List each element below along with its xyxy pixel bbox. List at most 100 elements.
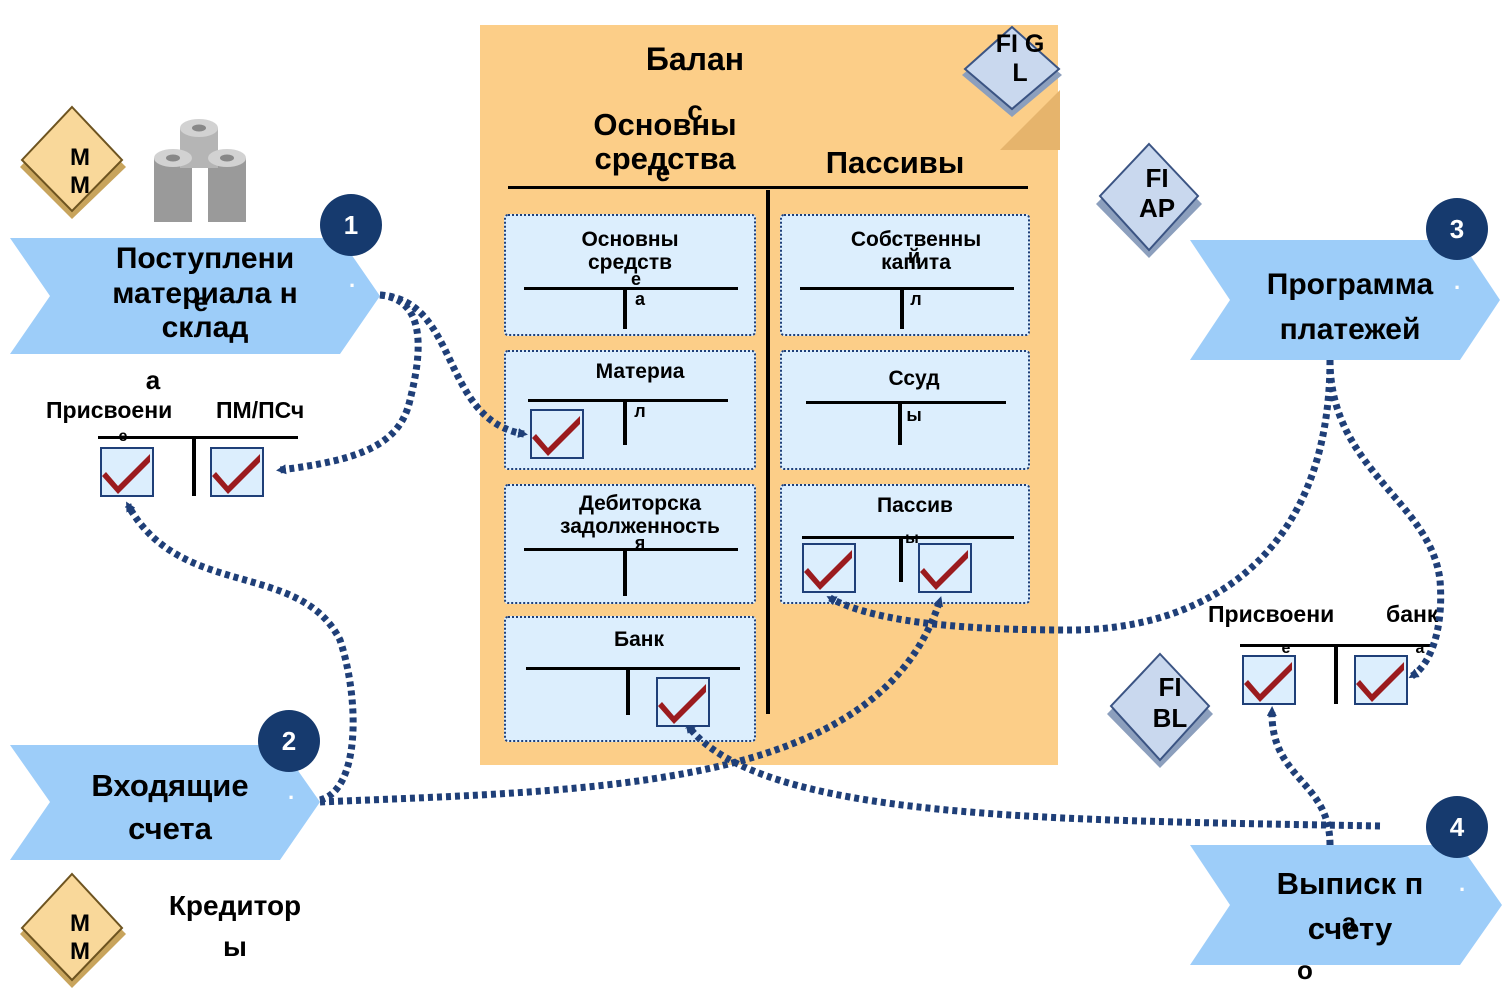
t-account-line xyxy=(524,287,738,290)
mm-module-icon xyxy=(20,872,126,988)
account-receivables xyxy=(504,484,756,604)
t-account-stem xyxy=(899,538,903,582)
balance-title: Балан xyxy=(645,41,745,77)
grir-assign-label: Присвоени xyxy=(46,397,173,423)
assets-header-overflow: е xyxy=(655,157,671,187)
t-account-line xyxy=(806,401,1006,404)
account-fixed-assets xyxy=(504,214,756,336)
step-3-label: Программа платежей xyxy=(1266,268,1434,346)
mm-top-label: М М xyxy=(70,144,90,199)
arrow-payment-to-liabilities xyxy=(826,359,1334,634)
vendors-label: Кредитор ы xyxy=(168,890,302,962)
account-liabilities-label: Пассив xyxy=(877,494,953,517)
step-2-badge: 2 xyxy=(258,710,320,772)
mm-bottom-label: М М xyxy=(70,910,90,965)
step-2-arrow xyxy=(10,745,320,860)
account-loans-overflow: ы xyxy=(906,405,922,425)
step-1-overflow: е xyxy=(193,287,209,317)
fi-bl-label: FI BL xyxy=(1152,672,1188,734)
fi-bl-module-icon xyxy=(1107,652,1213,768)
account-bank-label: Банк xyxy=(614,628,664,651)
step-4-label: Выписк п счету xyxy=(1276,866,1424,946)
account-equity xyxy=(780,214,1030,336)
step-1-overflow-2: а xyxy=(145,365,161,395)
step-4-badge: 4 xyxy=(1426,796,1488,858)
balance-title-overflow: с xyxy=(687,95,703,126)
bank-account-overflow: а xyxy=(1415,640,1425,657)
checkmark-icon xyxy=(210,447,264,497)
account-bank xyxy=(504,616,756,742)
warehouse-rolls-icon xyxy=(154,119,246,222)
account-equity-overflow-2: л xyxy=(910,289,922,309)
bank-t-stem xyxy=(1334,646,1338,704)
account-receivables-overflow: я xyxy=(634,533,646,553)
fi-gl-label: FI G L xyxy=(995,30,1045,87)
liabilities-column-header: Пассивы xyxy=(825,145,965,180)
grir-account-label: ПМ/ПСч xyxy=(216,397,305,423)
assets-column-header: Основны средства xyxy=(593,107,737,177)
balance-center-line xyxy=(766,190,770,714)
account-materials-overflow: л xyxy=(634,401,646,421)
arrow-receipt-to-grir xyxy=(276,291,422,475)
step-1-label: Поступлени материала н склад xyxy=(112,242,298,344)
account-receivables-label: Дебиторска задолженность xyxy=(560,492,720,539)
page-curl-icon xyxy=(1000,90,1060,150)
step-4-arrow xyxy=(1190,845,1502,965)
checkmark-icon xyxy=(530,409,584,459)
account-fixed-assets-overflow-2: а xyxy=(634,289,645,309)
arrow-receipt-to-materials xyxy=(379,291,528,438)
bank-t-line xyxy=(1240,644,1436,647)
step-4-overflow: а xyxy=(1341,907,1357,937)
t-account-stem xyxy=(626,669,630,715)
bank-assign-overflow: е xyxy=(1281,640,1291,657)
checkmark-icon xyxy=(1354,655,1408,705)
checkmark-icon xyxy=(656,677,710,727)
t-account-stem xyxy=(623,550,627,596)
t-account-stem xyxy=(900,289,904,329)
checkmark-icon xyxy=(802,543,856,593)
account-equity-overflow: й xyxy=(907,246,921,268)
bank-account-label: банк xyxy=(1386,601,1439,627)
t-account-stem xyxy=(898,403,902,445)
account-loans-label: Ссуд xyxy=(888,367,940,390)
arrow-invoice-to-liabilities xyxy=(319,596,944,806)
arrow-statement-to-bank-assign xyxy=(1266,706,1334,846)
checkmark-icon xyxy=(918,543,972,593)
account-equity-label: Собственны капита xyxy=(850,228,982,275)
step-3-arrow xyxy=(1190,240,1500,360)
balance-header-line xyxy=(508,186,1028,189)
arrow-payment-to-bank-assign xyxy=(1326,359,1445,679)
step-1-badge: 1 xyxy=(320,194,382,256)
account-loans xyxy=(780,350,1030,470)
fi-gl-module-icon xyxy=(962,25,1062,117)
t-account-stem xyxy=(623,401,627,445)
t-account-line xyxy=(528,399,728,402)
t-account-line xyxy=(524,548,738,551)
bank-assign-label: Присвоени xyxy=(1208,601,1335,627)
grir-t-stem xyxy=(192,438,196,496)
step-3-dot: . xyxy=(1453,269,1461,294)
step-4-dot: . xyxy=(1458,871,1466,896)
arrow-statement-to-bank xyxy=(685,722,1381,830)
step-2-label: Входящие счета xyxy=(91,768,249,847)
step-2-dot: . xyxy=(287,779,295,804)
grir-t-line xyxy=(98,436,298,439)
fi-ap-module-icon xyxy=(1096,142,1202,258)
account-fixed-assets-label: Основны средств xyxy=(581,228,679,275)
t-account-line xyxy=(802,536,1014,539)
fi-ap-label: FI AP xyxy=(1138,163,1176,223)
checkmark-icon xyxy=(100,447,154,497)
step-3-badge: 3 xyxy=(1426,198,1488,260)
t-account-line xyxy=(526,667,740,670)
mm-module-icon xyxy=(20,105,126,219)
account-fixed-assets-overflow: е xyxy=(630,269,641,289)
arrow-invoice-to-grir xyxy=(124,501,357,804)
t-account-stem xyxy=(623,289,627,329)
account-materials-label: Материа xyxy=(595,360,685,383)
step-1-arrow xyxy=(10,238,380,354)
step-4-overflow-2: о xyxy=(1297,955,1313,985)
checkmark-icon xyxy=(1242,655,1296,705)
t-account-line xyxy=(800,287,1014,290)
